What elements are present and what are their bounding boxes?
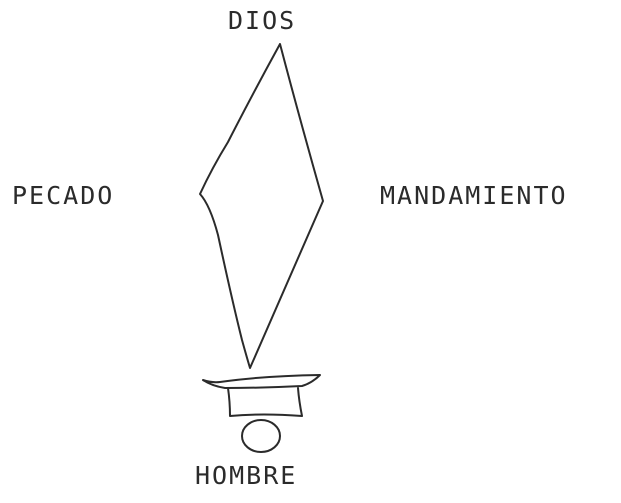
head-circle [241, 419, 281, 453]
mortarboard-body [227, 387, 303, 417]
kite-shape [199, 43, 324, 369]
label-pecado: PECADO [12, 181, 115, 210]
label-hombre: HOMBRE [195, 461, 298, 490]
mortarboard-top [202, 374, 321, 389]
label-mandamiento: MANDAMIENTO [380, 181, 568, 210]
label-dios: DIOS [228, 6, 297, 35]
